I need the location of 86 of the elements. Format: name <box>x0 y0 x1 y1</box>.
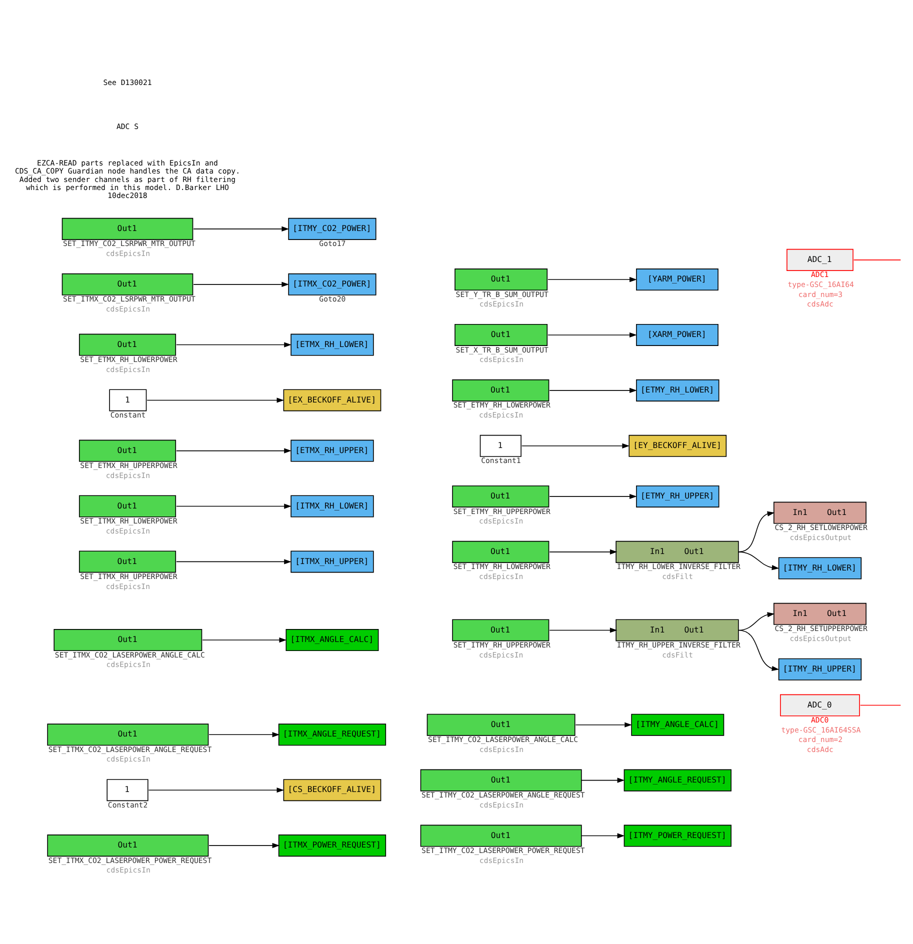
node-label: cdsAdc <box>806 744 834 754</box>
node-label: cdsFilt <box>662 572 694 582</box>
node-label: Goto20 <box>319 294 346 304</box>
node-label: cdsEpicsIn <box>106 470 150 480</box>
arrow <box>176 559 292 564</box>
node-label: cdsEpicsIn <box>106 249 150 258</box>
arrow <box>176 504 292 509</box>
node-label: cdsEpicsIn <box>106 582 150 591</box>
node-label: cdsAdc <box>806 300 834 309</box>
node-label: SET_ITMY_CO2_LASERPOWER_ANGLE_REQUEST <box>422 790 585 800</box>
node-label: SET_ITMX_RH_UPPERPOWER <box>80 572 178 582</box>
arrow <box>208 842 280 848</box>
node-label: ITMY_RH_LOWER_INVERSE_FILTER <box>616 562 740 572</box>
node-label: card_num=2 <box>798 735 842 744</box>
arrow <box>549 628 618 633</box>
node-label: SET_ETMX_RH_UPPERPOWER <box>80 461 178 470</box>
arrow <box>176 342 292 348</box>
arrow <box>193 282 290 287</box>
node-label: cdsEpicsOutput <box>790 634 852 643</box>
label: See D130021 <box>103 78 152 87</box>
node-label: ADC0 <box>811 716 829 725</box>
node-label: cdsEpicsIn <box>106 660 150 670</box>
node-label: cdsEpicsIn <box>479 800 524 810</box>
arrow <box>208 732 280 738</box>
node-label: cdsEpicsIn <box>479 410 524 420</box>
node-label: SET_ETMY_RH_UPPERPOWER <box>453 506 550 516</box>
node-label: cdsEpicsIn <box>479 300 524 309</box>
connector <box>860 704 902 706</box>
node-label: SET_ITMX_CO2_LASERPOWER_ANGLE_CALC <box>54 650 205 660</box>
node-label: cdsEpicsIn <box>106 754 150 764</box>
arrow <box>549 388 637 393</box>
node-label: card_num=3 <box>798 290 842 299</box>
node-label: cdsEpicsIn <box>106 304 150 314</box>
node-label: SET_ITMX_CO2_LASERPOWER_ANGLE_REQUEST <box>48 744 212 754</box>
node-label: cdsEpicsIn <box>479 744 524 754</box>
node-label: SET_X_TR_B_SUM_OUTPUT <box>456 345 548 354</box>
node-label: cdsEpicsIn <box>479 650 524 660</box>
node-label: SET_ITMX_CO2_LSRPWR_MTR_OUTPUT <box>63 294 196 304</box>
node-label: SET_ITMX_RH_LOWERPOWER <box>80 516 178 526</box>
arrow <box>521 443 630 448</box>
node-label: ITMY_RH_UPPER_INVERSE_FILTER <box>616 640 740 650</box>
arrow <box>738 612 775 631</box>
node-label: SET_ITMY_CO2_LSRPWR_MTR_OUTPUT <box>63 239 196 248</box>
node-label: SET_ITMY_CO2_LASERPOWER_POWER_REQUEST <box>422 846 585 856</box>
arrow <box>202 637 287 643</box>
arrow <box>580 778 625 783</box>
node-label: Constant1 <box>481 456 521 466</box>
node-label: SET_ITMY_RH_LOWERPOWER <box>453 562 550 572</box>
node-label: Constant <box>110 410 146 420</box>
arrow <box>575 722 632 728</box>
arrow <box>549 549 618 554</box>
arrow <box>193 226 290 232</box>
node-label: SET_ETMX_RH_LOWERPOWER <box>80 355 178 364</box>
arrow <box>548 276 637 282</box>
arrow <box>548 332 637 338</box>
node-label: cdsEpicsIn <box>479 355 524 364</box>
node-label: SET_ITMY_CO2_LASERPOWER_ANGLE_CALC <box>428 735 578 744</box>
arrow <box>580 833 625 838</box>
node-label: cdsEpicsIn <box>479 516 524 526</box>
node-label: type-GSC_16AI64 <box>788 280 854 290</box>
node-label: cdsEpicsIn <box>479 572 524 582</box>
label: EZCA-READ parts replaced with EpicsIn and CDS_CA_COPY Guardian node handles the CA data copy. Added two sender channels as part of RH filtering which is performed in this model. D.Barker LHO 10dec2018 <box>15 158 240 200</box>
node-label: SET_ETMY_RH_LOWERPOWER <box>453 400 550 410</box>
arrow <box>146 398 284 403</box>
arrow <box>738 511 775 552</box>
arrow <box>738 552 780 570</box>
node-label: cdsEpicsOutput <box>790 532 852 542</box>
node-label: SET_ITMX_CO2_LASERPOWER_POWER_REQUEST <box>48 856 212 865</box>
arrow <box>738 630 780 672</box>
node-label: Goto17 <box>319 239 346 248</box>
node-label: ADC1 <box>811 270 829 280</box>
node-label: CS_2_RH_SETLOWERPOWER <box>774 523 868 532</box>
node-label: CS_2_RH_SETUPPERPOWER <box>774 624 868 634</box>
label: ADC S <box>116 122 139 131</box>
node-label: cdsFilt <box>662 650 694 660</box>
node-label: SET_ITMY_RH_UPPERPOWER <box>453 640 550 650</box>
node-label: cdsEpicsIn <box>106 866 150 875</box>
node-label: Constant2 <box>108 800 148 810</box>
node-label: SET_Y_TR_B_SUM_OUTPUT <box>456 290 548 299</box>
arrow <box>176 448 292 454</box>
arrow <box>148 788 284 793</box>
arrow <box>549 494 637 500</box>
node-label: cdsEpicsIn <box>106 526 150 536</box>
node-label: cdsEpicsIn <box>106 364 150 374</box>
node-label: cdsEpicsIn <box>479 856 524 865</box>
node-label: type-GSC_16AI64SSA <box>781 725 861 734</box>
